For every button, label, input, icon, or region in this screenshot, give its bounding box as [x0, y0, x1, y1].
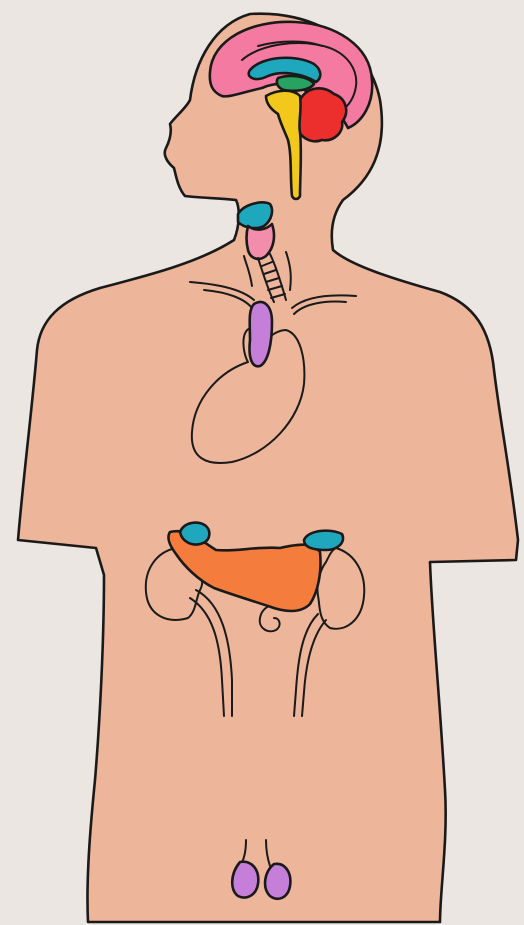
- testis-right: [265, 864, 290, 899]
- body-silhouette: [18, 14, 518, 922]
- testis-left: [232, 862, 258, 898]
- pituitary-gland: [277, 76, 314, 91]
- adrenal-gland-right: [304, 531, 343, 550]
- adrenal-gland-left: [180, 523, 209, 545]
